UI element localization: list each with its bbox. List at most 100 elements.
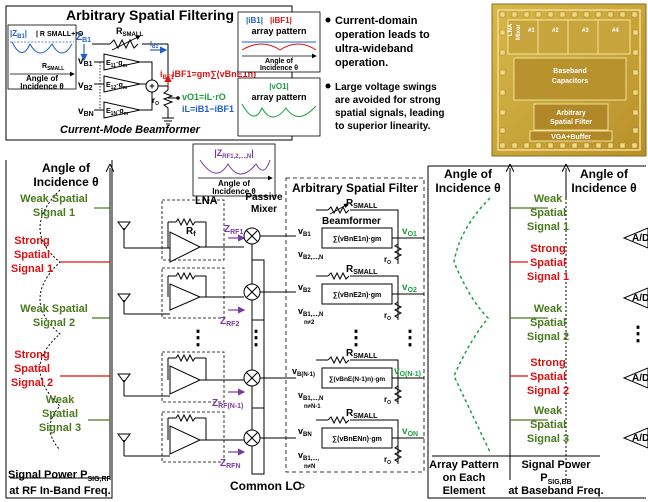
chip-ch1: #1 [528, 28, 535, 34]
left-strong-2-l2: Spatial [14, 363, 50, 375]
svg-text:ZRFN: ZRFN [220, 458, 241, 470]
right-strong-1-l1: Strong [530, 243, 565, 255]
passive-label: Passive [245, 192, 283, 203]
adc-1: A/D [632, 233, 648, 244]
array-pattern-label-3: Element [443, 485, 486, 497]
zrf-pattern-box: |ZRF1,2,...,N| Angle of Incidence θ [193, 144, 275, 196]
dots-bf: ⋮ [346, 327, 366, 349]
adc-4: A/D [632, 433, 648, 444]
left-weak-3-l3: Signal 3 [39, 422, 81, 434]
center-circuit: |ZRF1,2,...,N| Angle of Incidence θ LNA … [118, 144, 424, 493]
bf2-neq: n≠2 [304, 320, 315, 326]
legend-ibf1: |iBF1| [270, 16, 292, 25]
left-strong-1-l2: Spatial [14, 249, 50, 261]
svg-text:vB1,...,N: vB1,...,N [298, 306, 323, 318]
left-weak-2-l2: Signal 2 [33, 317, 75, 329]
adc-2: A/D [632, 293, 648, 304]
right-weak-3-l2: Spatial [530, 419, 566, 431]
right-weak-1-l2: Spatial [530, 207, 566, 219]
right-power-2: P [540, 472, 547, 484]
bf1-sum: ∑(vBnE1n)·gm [333, 236, 382, 243]
bf2-sum: ∑(vBnE2n)·gm [333, 292, 382, 299]
chip-spatial-filter: Spatial Filter [550, 119, 592, 126]
svg-text:Incidence θ: Incidence θ [260, 65, 298, 72]
right-strong-2-l3: Signal 2 [527, 385, 569, 397]
right-angle-1a: Angle of [444, 167, 493, 181]
mixer-label: Mixer [251, 204, 277, 215]
left-weak-3-l2: Spatial [42, 408, 78, 420]
dots-lna: ⋮ [188, 327, 208, 349]
left-weak-1-l2: Signal 1 [33, 207, 75, 219]
dots-mixer: ⋮ [246, 327, 266, 349]
left-strong-2-l1: Strong [14, 349, 49, 361]
svg-text:RSMALL: RSMALL [346, 348, 378, 360]
beamformer-n1: RSMALL ∑(vBnE(N-1)n)·gm vB(N-1) vB1,...,… [292, 348, 424, 410]
left-power-2: at RF In-Band Freq. [9, 485, 110, 497]
svg-text:Angle of: Angle of [265, 58, 294, 65]
right-weak-1-l1: Weak [534, 193, 563, 205]
current-mode-label: Current-Mode Beamformer [60, 124, 201, 136]
beamformer-1: RSMALL Beamformer ∑(vBnE1n)·gm vB1 vB2,.… [298, 198, 424, 266]
right-angle-2b: Incidence θ [571, 181, 636, 195]
left-weak-2-l1: Weak Spatial [20, 303, 88, 315]
array-pattern-2: array pattern [251, 92, 306, 102]
chip-vga: VGA+Buffer [551, 134, 591, 141]
bfn1-sum: ∑(vBnE(N-1)n)·gm [329, 376, 385, 383]
svg-text:rO: rO [384, 455, 391, 466]
right-weak-2-l3: Signal 2 [527, 331, 569, 343]
beamformer-n: RSMALL ∑(vBnENn)·gm vBN vB1,..., n≠N rO … [298, 408, 424, 470]
common-lo-label: Common LO [230, 479, 302, 493]
legend-ib1: |iB1| [246, 16, 263, 25]
channel-row-2 [118, 273, 244, 314]
svg-text:RSMALL: RSMALL [346, 198, 378, 210]
bfn-neq: n≠N [304, 464, 315, 470]
beamformer-label: Beamformer [322, 216, 381, 227]
bullet1-line4: operation. [335, 57, 388, 69]
chip-mixer: Mixer [516, 24, 522, 40]
asf-title: Arbitrary Spatial Filter [292, 181, 418, 195]
left-power-1: Signal Power P [8, 469, 87, 481]
left-angle-1: Angle of [42, 161, 91, 175]
right-angle-2a: Incidence θ [435, 181, 500, 195]
left-weak-1-l1: Weak Spatial [20, 193, 88, 205]
svg-text:rO: rO [384, 311, 391, 322]
right-weak-3-l3: Signal 3 [527, 433, 569, 445]
bullet1-line1: Current-domain [335, 15, 418, 27]
bullet1-line3: ultra-wideband [335, 43, 413, 55]
svg-text:vO(N-1): vO(N-1) [394, 366, 421, 378]
svg-text:vO2: vO2 [402, 282, 417, 294]
right-angle-1b: Angle of [580, 167, 629, 181]
bullet1-line2: operation leads to [335, 29, 430, 41]
svg-text:vON: vON [402, 426, 418, 438]
svg-text:Signal Power PSIG,RF: Signal Power PSIG,RF [8, 469, 112, 483]
zb1-inset: |ZB1| | R SMALL+rO RSMALL Angle of Incid… [8, 25, 84, 91]
chip-baseband: Baseband [553, 68, 586, 75]
adc-3: A/D [632, 373, 648, 384]
svg-text:vBN: vBN [298, 426, 312, 438]
svg-text:vO1: vO1 [402, 226, 417, 238]
chip-photo: LNA Mixer #1 #2 #3 #4 Baseband Capacitor… [492, 4, 646, 156]
svg-text:RSMALL: RSMALL [346, 408, 378, 420]
chip-ch2: #2 [552, 28, 559, 34]
dots-vo: ⋮ [400, 327, 420, 349]
bfn1-neq: n≠N-1 [304, 404, 321, 410]
inset-rsmall-ro-label: | R [36, 31, 45, 38]
dots-adc: ⋮ [628, 323, 648, 345]
chip-arbitrary: Arbitrary [556, 110, 586, 117]
beamformer-2: RSMALL ∑(vBnE2n)·gm vB2 vB1,...,N n≠2 rO… [298, 264, 424, 326]
left-angle-2: Incidence θ [33, 175, 98, 189]
left-signal-panel: Angle of Incidence θ Weak Spatial Signal… [6, 160, 112, 498]
array-pattern-1: array pattern [251, 26, 306, 36]
right-panel: Angle of Incidence θ Angle of Incidence … [428, 166, 648, 498]
svg-text:| R: | R [36, 31, 45, 38]
svg-text:rO: rO [384, 255, 391, 266]
right-strong-2-l1: Strong [530, 357, 565, 369]
top-panel: Arbitrary Spatial Filtering |ZB1| | R SM… [6, 6, 444, 140]
left-strong-2-l3: Signal 2 [11, 377, 53, 389]
bullet2-line1: Large voltage swings [335, 82, 437, 93]
svg-text:vB(N-1): vB(N-1) [292, 366, 315, 378]
svg-text:+: + [149, 81, 154, 91]
bullet2-line4: to superior linearity. [335, 121, 431, 132]
